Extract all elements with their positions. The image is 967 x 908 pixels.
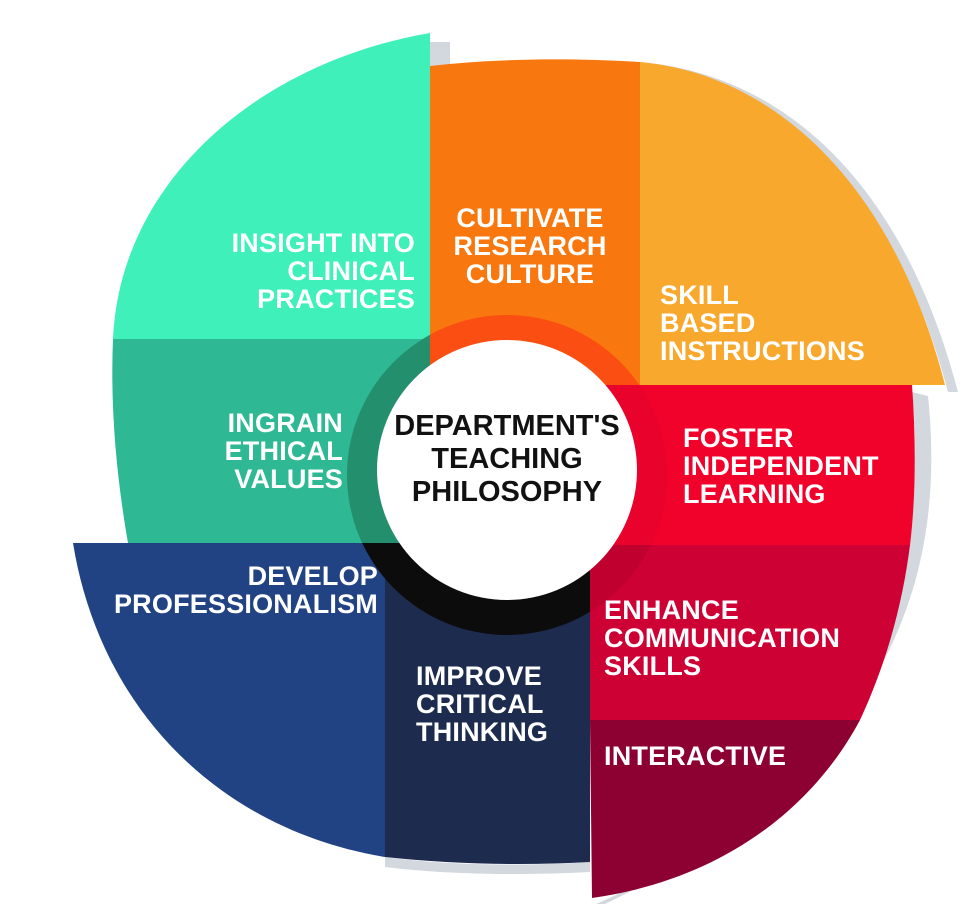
center-circle — [377, 340, 637, 600]
segment-skill — [640, 62, 945, 385]
label-research: CULTIVATE RESEARCH CULTURE — [453, 203, 607, 289]
segment-insight — [113, 33, 430, 339]
segment-interactive — [590, 720, 860, 898]
center-title: DEPARTMENT'S TEACHING PHILOSOPHY — [394, 410, 620, 508]
label-interactive: INTERACTIVE — [604, 741, 787, 771]
label-professionalism: DEVELOP PROFESSIONALISM — [113, 561, 378, 619]
label-critical: IMPROVE CRITICAL THINKING — [416, 661, 549, 747]
label-skill: SKILL BASED INSTRUCTIONS — [660, 280, 865, 366]
shadow-top — [430, 42, 450, 66]
shadow-right-upper — [640, 62, 958, 392]
segment-professionalism — [73, 543, 385, 857]
shadow-bottom — [385, 857, 590, 875]
label-independent: FOSTER INDEPENDENT LEARNING — [683, 423, 879, 509]
segment-research — [430, 59, 640, 385]
label-ethical: INGRAIN ETHICAL VALUES — [224, 408, 343, 494]
label-communication: ENHANCE COMMUNICATION SKILLS — [604, 595, 841, 681]
segment-independent — [590, 385, 915, 545]
segment-communication — [590, 545, 910, 720]
label-insight: INSIGHT INTO CLINICAL PRACTICES — [231, 228, 415, 314]
